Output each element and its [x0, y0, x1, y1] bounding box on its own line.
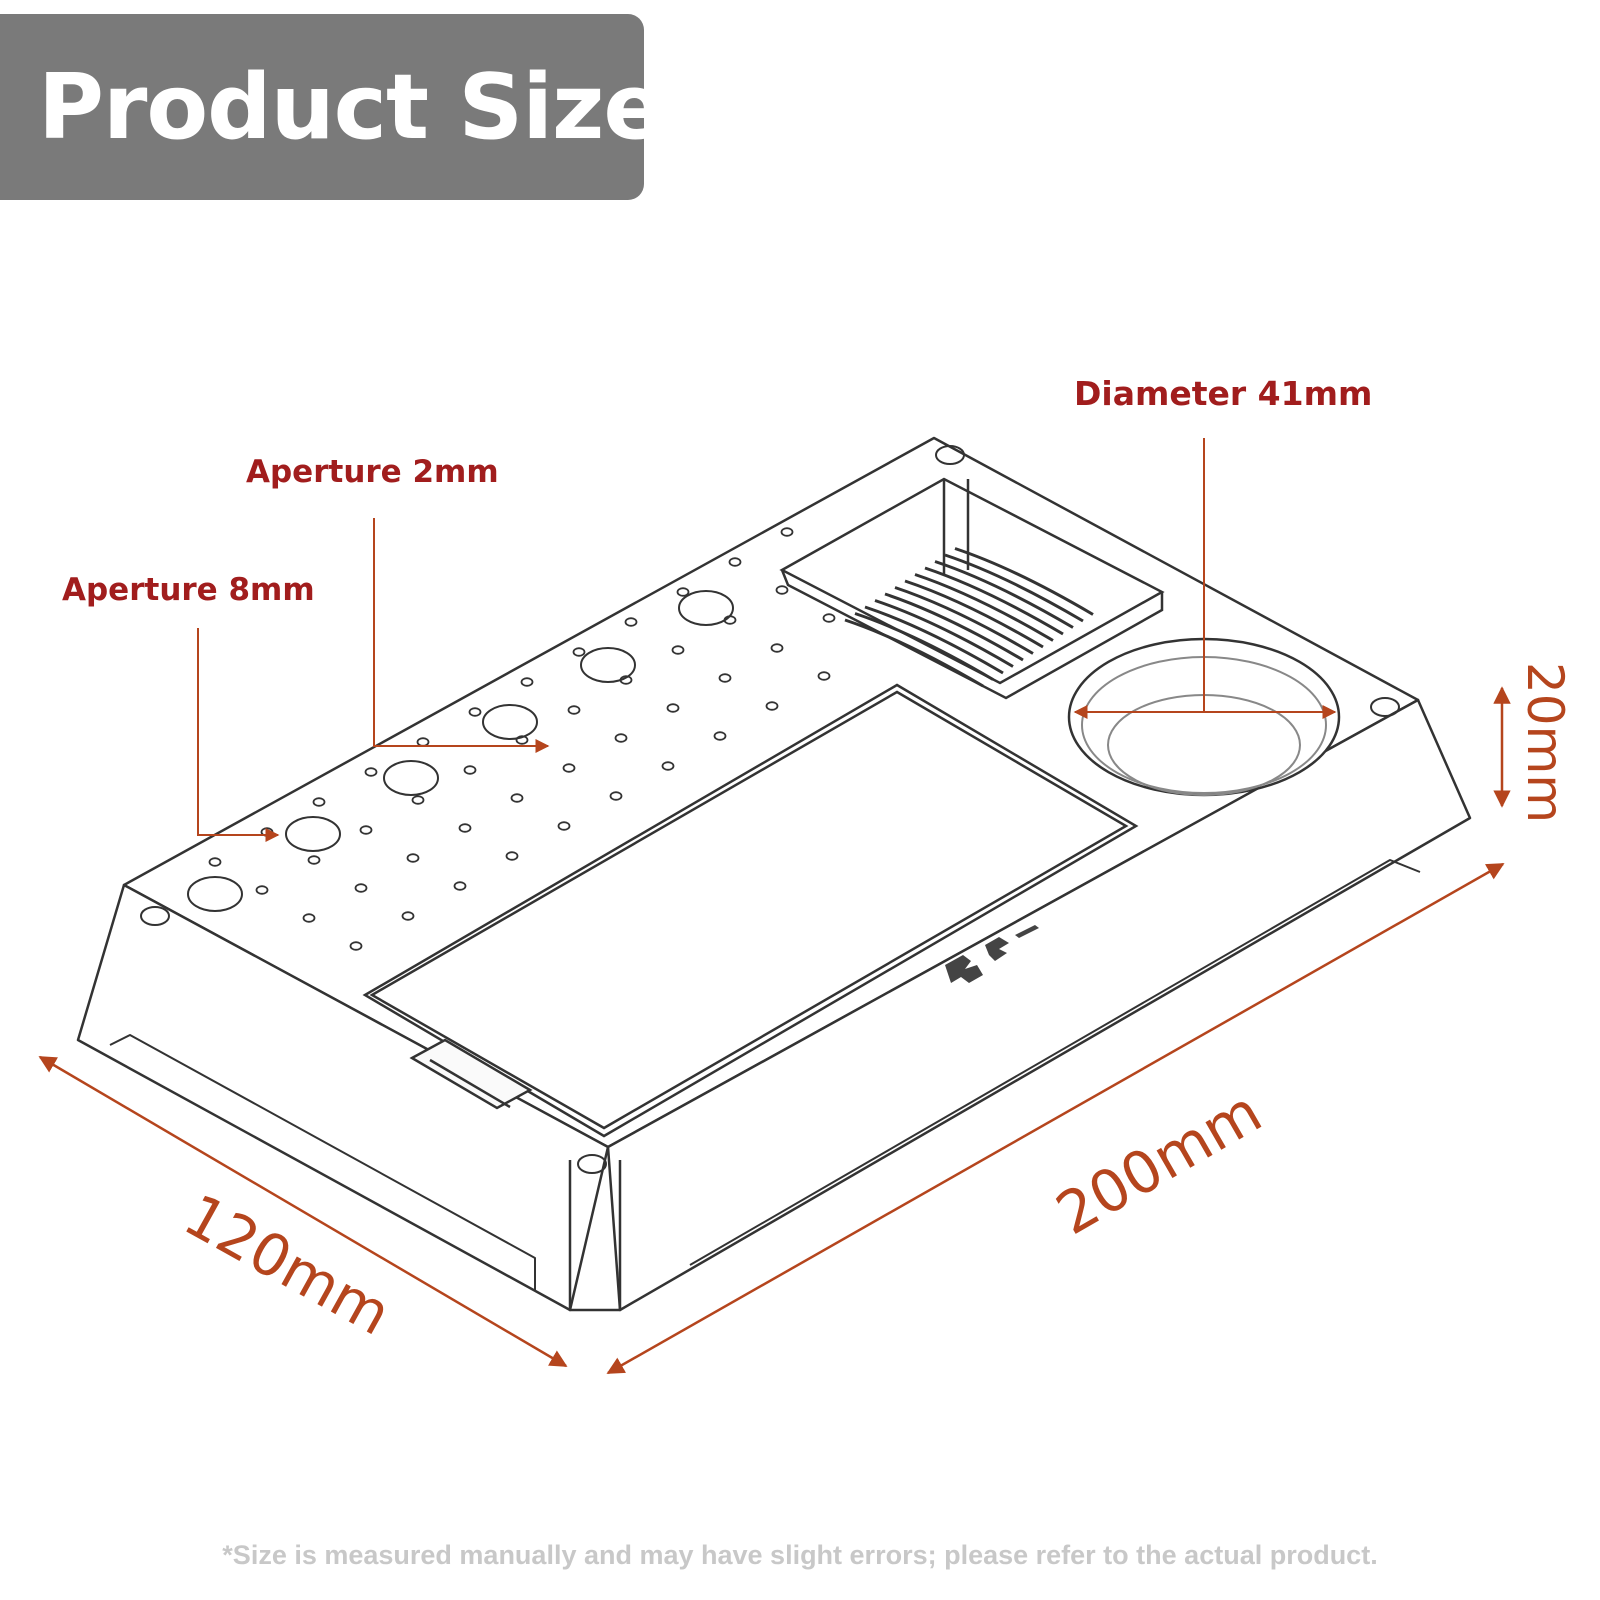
small-hole [661, 761, 675, 771]
page-title: Product Size [38, 54, 664, 160]
comb-ridge [944, 553, 1084, 623]
small-hole [728, 557, 742, 567]
small-hole [453, 881, 467, 891]
small-hole [557, 821, 571, 831]
small-hole [822, 613, 836, 623]
comb-ridge [934, 560, 1074, 629]
small-hole [770, 643, 784, 653]
comb-ridge [884, 592, 1024, 662]
small-hole [624, 617, 638, 627]
small-hole [359, 825, 373, 835]
small-hole [723, 615, 737, 625]
comb-ridge [874, 599, 1014, 668]
aperture-8mm-label: Aperture 8mm [62, 572, 315, 608]
small-hole [354, 883, 368, 893]
small-hole [619, 675, 633, 685]
comb-ridge [844, 618, 984, 688]
comb-ridge [924, 566, 1064, 636]
small-hole [463, 765, 477, 775]
small-hole [510, 793, 524, 803]
small-hole [572, 647, 586, 657]
small-hole [609, 791, 623, 801]
small-hole [671, 645, 685, 655]
comb-ridge [954, 547, 1094, 616]
height-dimension-label: 20mm [1516, 662, 1574, 823]
small-hole [676, 587, 690, 597]
comb-ridge [914, 573, 1054, 642]
small-hole [713, 731, 727, 741]
footnote: *Size is measured manually and may have … [222, 1540, 1378, 1570]
aperture-2mm-label: Aperture 2mm [246, 454, 499, 490]
comb-ridge [864, 605, 1004, 675]
small-hole [364, 767, 378, 777]
small-hole [458, 823, 472, 833]
screw-holes [140, 445, 1400, 1174]
small-hole [567, 705, 581, 715]
small-hole [312, 797, 326, 807]
small-hole [562, 763, 576, 773]
small-hole [349, 941, 363, 951]
small-hole [614, 733, 628, 743]
comb-ridge [894, 586, 1034, 655]
small-hole [411, 795, 425, 805]
length-dimension-label: 200mm [1045, 1077, 1273, 1248]
diameter-label: Diameter 41mm [1074, 374, 1372, 413]
callout-leaders [197, 438, 1337, 842]
small-hole [718, 673, 732, 683]
small-hole [765, 701, 779, 711]
small-hole [307, 855, 321, 865]
small-hole [817, 671, 831, 681]
small-hole [468, 707, 482, 717]
small-hole [520, 677, 534, 687]
small-hole [255, 885, 269, 895]
small-hole [515, 735, 529, 745]
small-hole [302, 913, 316, 923]
title-banner: Product Size [0, 14, 664, 200]
small-hole [208, 857, 222, 867]
width-dimension-label: 120mm [173, 1181, 402, 1349]
comb-ridge [904, 579, 1044, 649]
comb-ridge [854, 612, 994, 681]
small-hole [775, 585, 789, 595]
small-hole [406, 853, 420, 863]
small-hole [780, 527, 794, 537]
comb-ridges [844, 547, 1094, 688]
dimension-arrows [38, 686, 1511, 1375]
small-hole [666, 703, 680, 713]
small-hole [505, 851, 519, 861]
small-hole [401, 911, 415, 921]
aperture-8mm-holes [187, 590, 734, 912]
